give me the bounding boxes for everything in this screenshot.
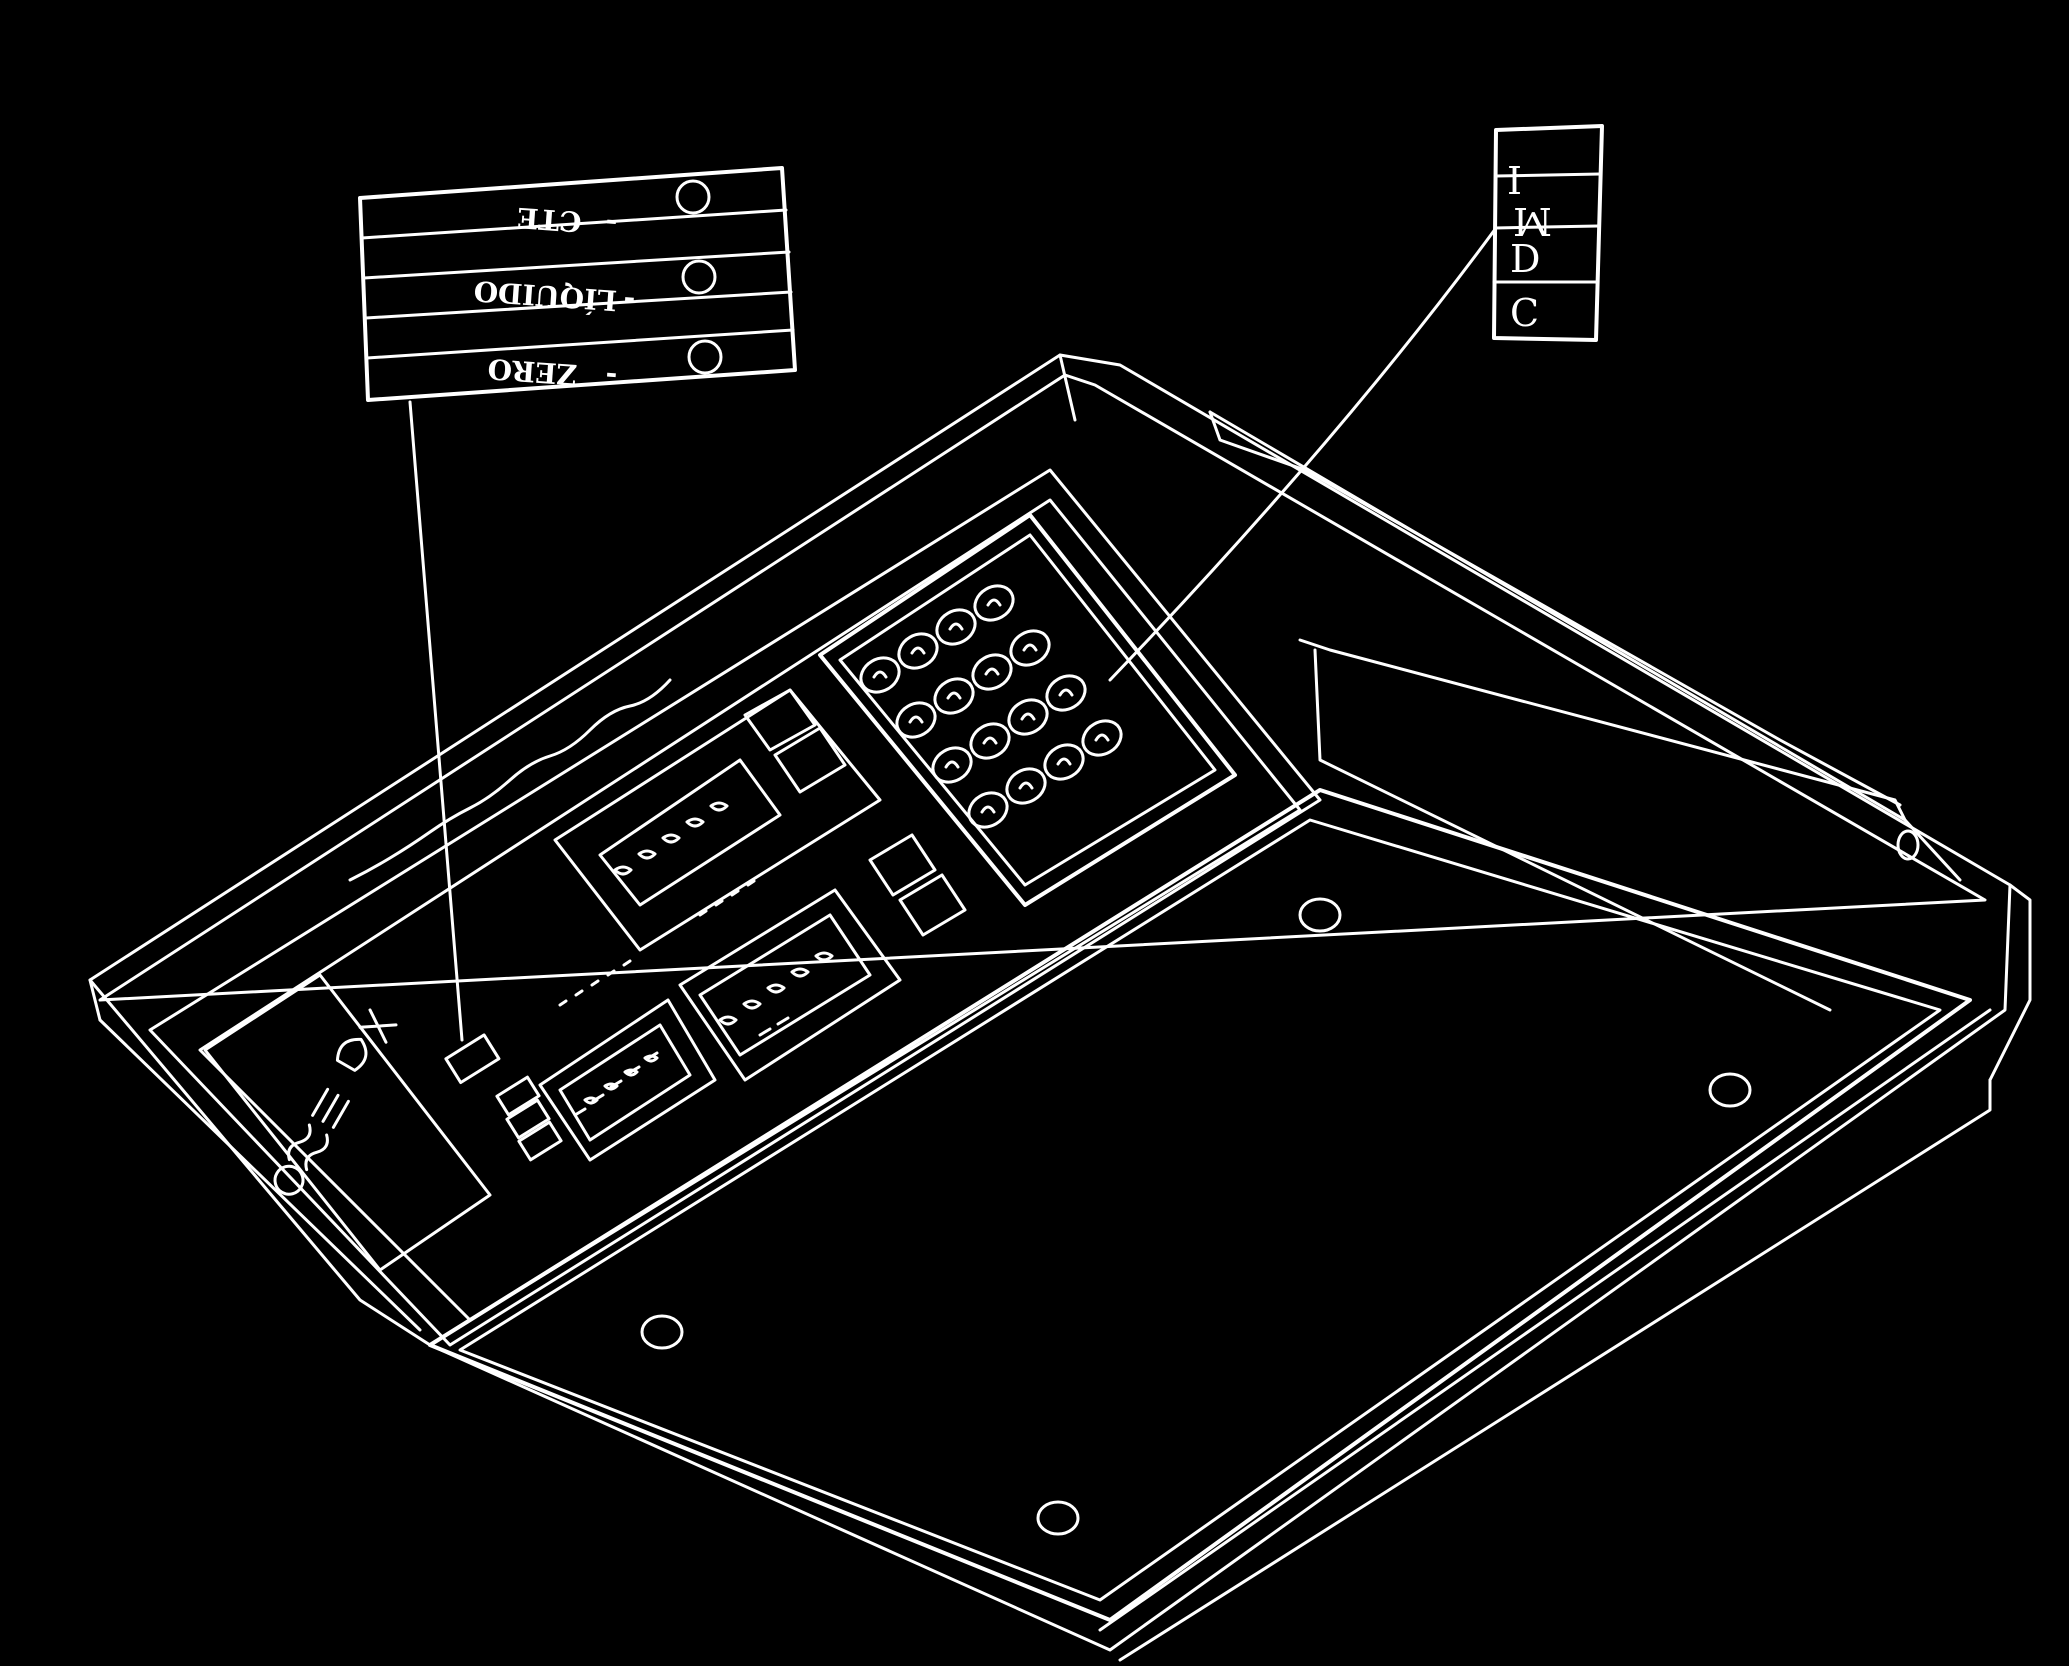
keypad-key — [967, 791, 1009, 829]
keypad-key-glyph — [1022, 643, 1038, 652]
led-cte-icon — [675, 179, 711, 215]
keypad-key-glyph — [946, 691, 962, 700]
status-leds — [444, 1033, 563, 1162]
indicator-row-liquido: LÍQUIDO - — [473, 274, 637, 318]
keypad-key — [895, 701, 937, 739]
keypad-key — [1009, 629, 1051, 667]
indicator-separator: - — [604, 360, 618, 394]
platter-hole-icon — [1708, 1072, 1752, 1108]
indicator-row-zero: ZERO - — [487, 352, 619, 394]
keypad-key-glyph — [948, 622, 964, 631]
platter-hole-icon — [640, 1314, 684, 1350]
keypad-key — [973, 584, 1015, 622]
indicator-legend: CTE - LÍQUIDO - ZERO - — [358, 166, 797, 402]
keypad-key — [971, 653, 1013, 691]
keypad-key-glyph — [944, 760, 960, 769]
indicator-separator: - — [604, 207, 618, 241]
key-legend-i: I — [1507, 157, 1522, 201]
key-legend: I M D C — [1492, 124, 1604, 342]
brand-logo — [273, 1008, 398, 1196]
keypad-key — [1081, 719, 1123, 757]
keypad-key — [859, 656, 901, 694]
total-price-display — [553, 688, 882, 952]
keypad-key-glyph — [1018, 781, 1034, 790]
keypad-key-glyph — [1094, 733, 1110, 742]
platter-hole-icon — [1298, 897, 1342, 933]
keypad-key — [969, 722, 1011, 760]
keypad-key — [1005, 767, 1047, 805]
dotted-divider — [558, 959, 632, 1007]
keypad-key-glyph — [984, 667, 1000, 676]
keypad-key-glyph — [908, 715, 924, 724]
led-liquido-icon — [681, 259, 717, 295]
keypad-key — [1045, 674, 1087, 712]
keypad-key-glyph — [1058, 688, 1074, 697]
keypad-key-glyph — [982, 736, 998, 745]
keypad-key-glyph — [980, 805, 996, 814]
numeric-keypad — [818, 513, 1237, 907]
keypad-key-glyph — [1020, 712, 1036, 721]
dotted-divider — [698, 879, 756, 917]
indicator-row-cte: CTE - — [516, 201, 618, 241]
function-keys — [743, 688, 967, 937]
led-zero-icon — [687, 339, 723, 375]
key-legend-m: M — [1513, 199, 1552, 243]
key-legend-d: D — [1510, 237, 1540, 281]
keypad-key-glyph — [872, 670, 888, 679]
keypad-key — [933, 677, 975, 715]
unit-price-display — [678, 888, 902, 1082]
scale-body — [88, 353, 2032, 1662]
keypad-key — [897, 632, 939, 670]
indicator-label-cte: CTE — [516, 201, 583, 238]
keypad-key-glyph — [986, 598, 1002, 607]
housing-screw-icon — [1896, 829, 1920, 861]
keypad-key — [1007, 698, 1049, 736]
top-ridge — [348, 678, 672, 882]
keypad-key-glyph — [910, 646, 926, 655]
keypad-key-glyph — [1056, 757, 1072, 766]
keypad-key — [935, 608, 977, 646]
keypad-key — [1043, 743, 1085, 781]
keypad-key — [931, 746, 973, 784]
key-legend-c: C — [1510, 291, 1539, 335]
weight-display — [538, 998, 717, 1162]
key-legend-leader-line — [1108, 226, 1498, 682]
platter-hole-icon — [1036, 1500, 1080, 1536]
indicator-label-zero: ZERO — [487, 352, 579, 391]
indicator-leader-line — [408, 400, 464, 1042]
indicator-separator: - — [622, 284, 636, 318]
